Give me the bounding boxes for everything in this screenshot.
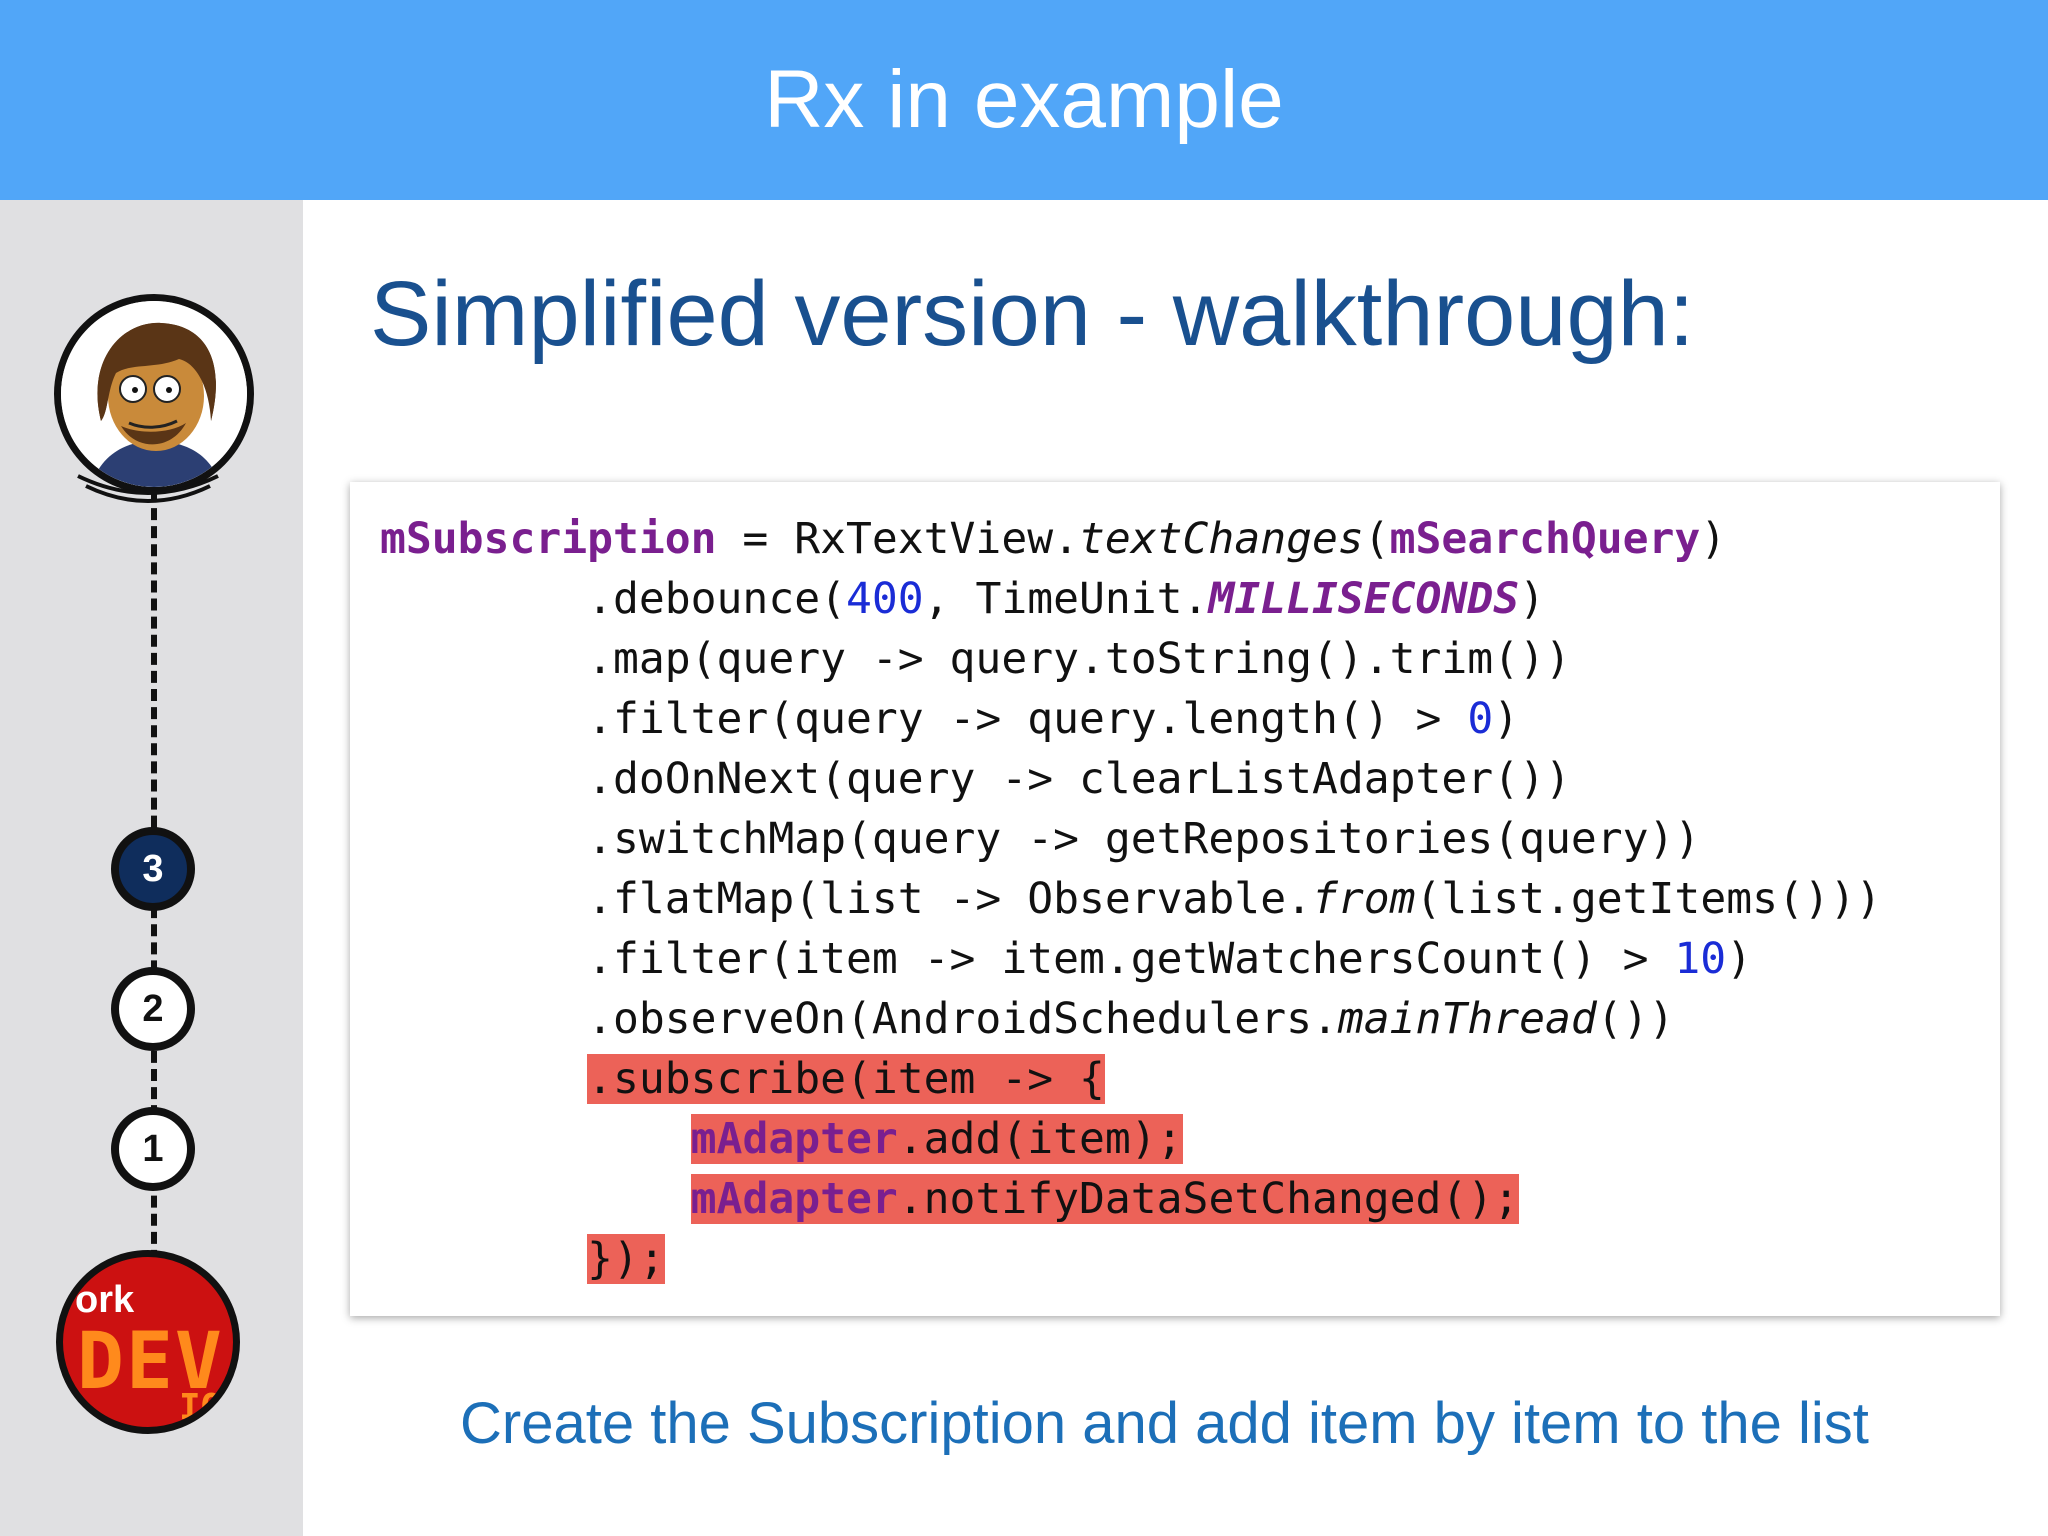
- header-bar: [0, 0, 2048, 200]
- code-line-11: mAdapter.add(item);: [380, 1111, 1183, 1167]
- code-line-12: mAdapter.notifyDataSetChanged();: [380, 1171, 1520, 1227]
- code-line-4: .filter(query -> query.length() > 0): [380, 694, 1520, 744]
- event-logo: ork DEV IO: [56, 1250, 240, 1434]
- highlighted-code: });: [587, 1234, 665, 1284]
- code-line-10: .subscribe(item -> {: [380, 1051, 1105, 1107]
- timeline-step-1[interactable]: 1: [111, 1107, 195, 1191]
- code-line-6: .switchMap(query -> getRepositories(quer…: [380, 814, 1701, 864]
- logo-sub-text: IO: [179, 1387, 223, 1428]
- logo-main-text: DEV: [77, 1317, 224, 1407]
- logo-top-text: ork: [75, 1279, 135, 1321]
- highlighted-code: mAdapter.add(item);: [690, 1114, 1183, 1164]
- timeline-step-2[interactable]: 2: [111, 967, 195, 1051]
- timeline-step-3[interactable]: 3: [111, 827, 195, 911]
- cartoon-face-icon: [61, 301, 247, 487]
- highlighted-code: mAdapter.notifyDataSetChanged();: [690, 1174, 1520, 1224]
- code-line-7: .flatMap(list -> Observable.from(list.ge…: [380, 874, 1882, 924]
- highlighted-code: .subscribe(item -> {: [587, 1054, 1105, 1104]
- code-line-3: .map(query -> query.toString().trim()): [380, 634, 1571, 684]
- slide-heading: Simplified version - walkthrough:: [370, 263, 1695, 365]
- slide-caption: Create the Subscription and add item by …: [460, 1391, 1869, 1456]
- audio-waves-icon: [77, 474, 219, 503]
- code-line-9: .observeOn(AndroidSchedulers.mainThread(…: [380, 994, 1675, 1044]
- code-line-8: .filter(item -> item.getWatchersCount() …: [380, 934, 1753, 984]
- code-line-5: .doOnNext(query -> clearListAdapter()): [380, 754, 1571, 804]
- speaker-avatar: [54, 294, 254, 494]
- code-line-13: });: [380, 1231, 665, 1287]
- slide-title: Rx in example: [764, 54, 1284, 145]
- code-line-1: mSubscription = RxTextView.textChanges(m…: [380, 514, 1727, 564]
- code-line-2: .debounce(400, TimeUnit.MILLISECONDS): [380, 574, 1546, 624]
